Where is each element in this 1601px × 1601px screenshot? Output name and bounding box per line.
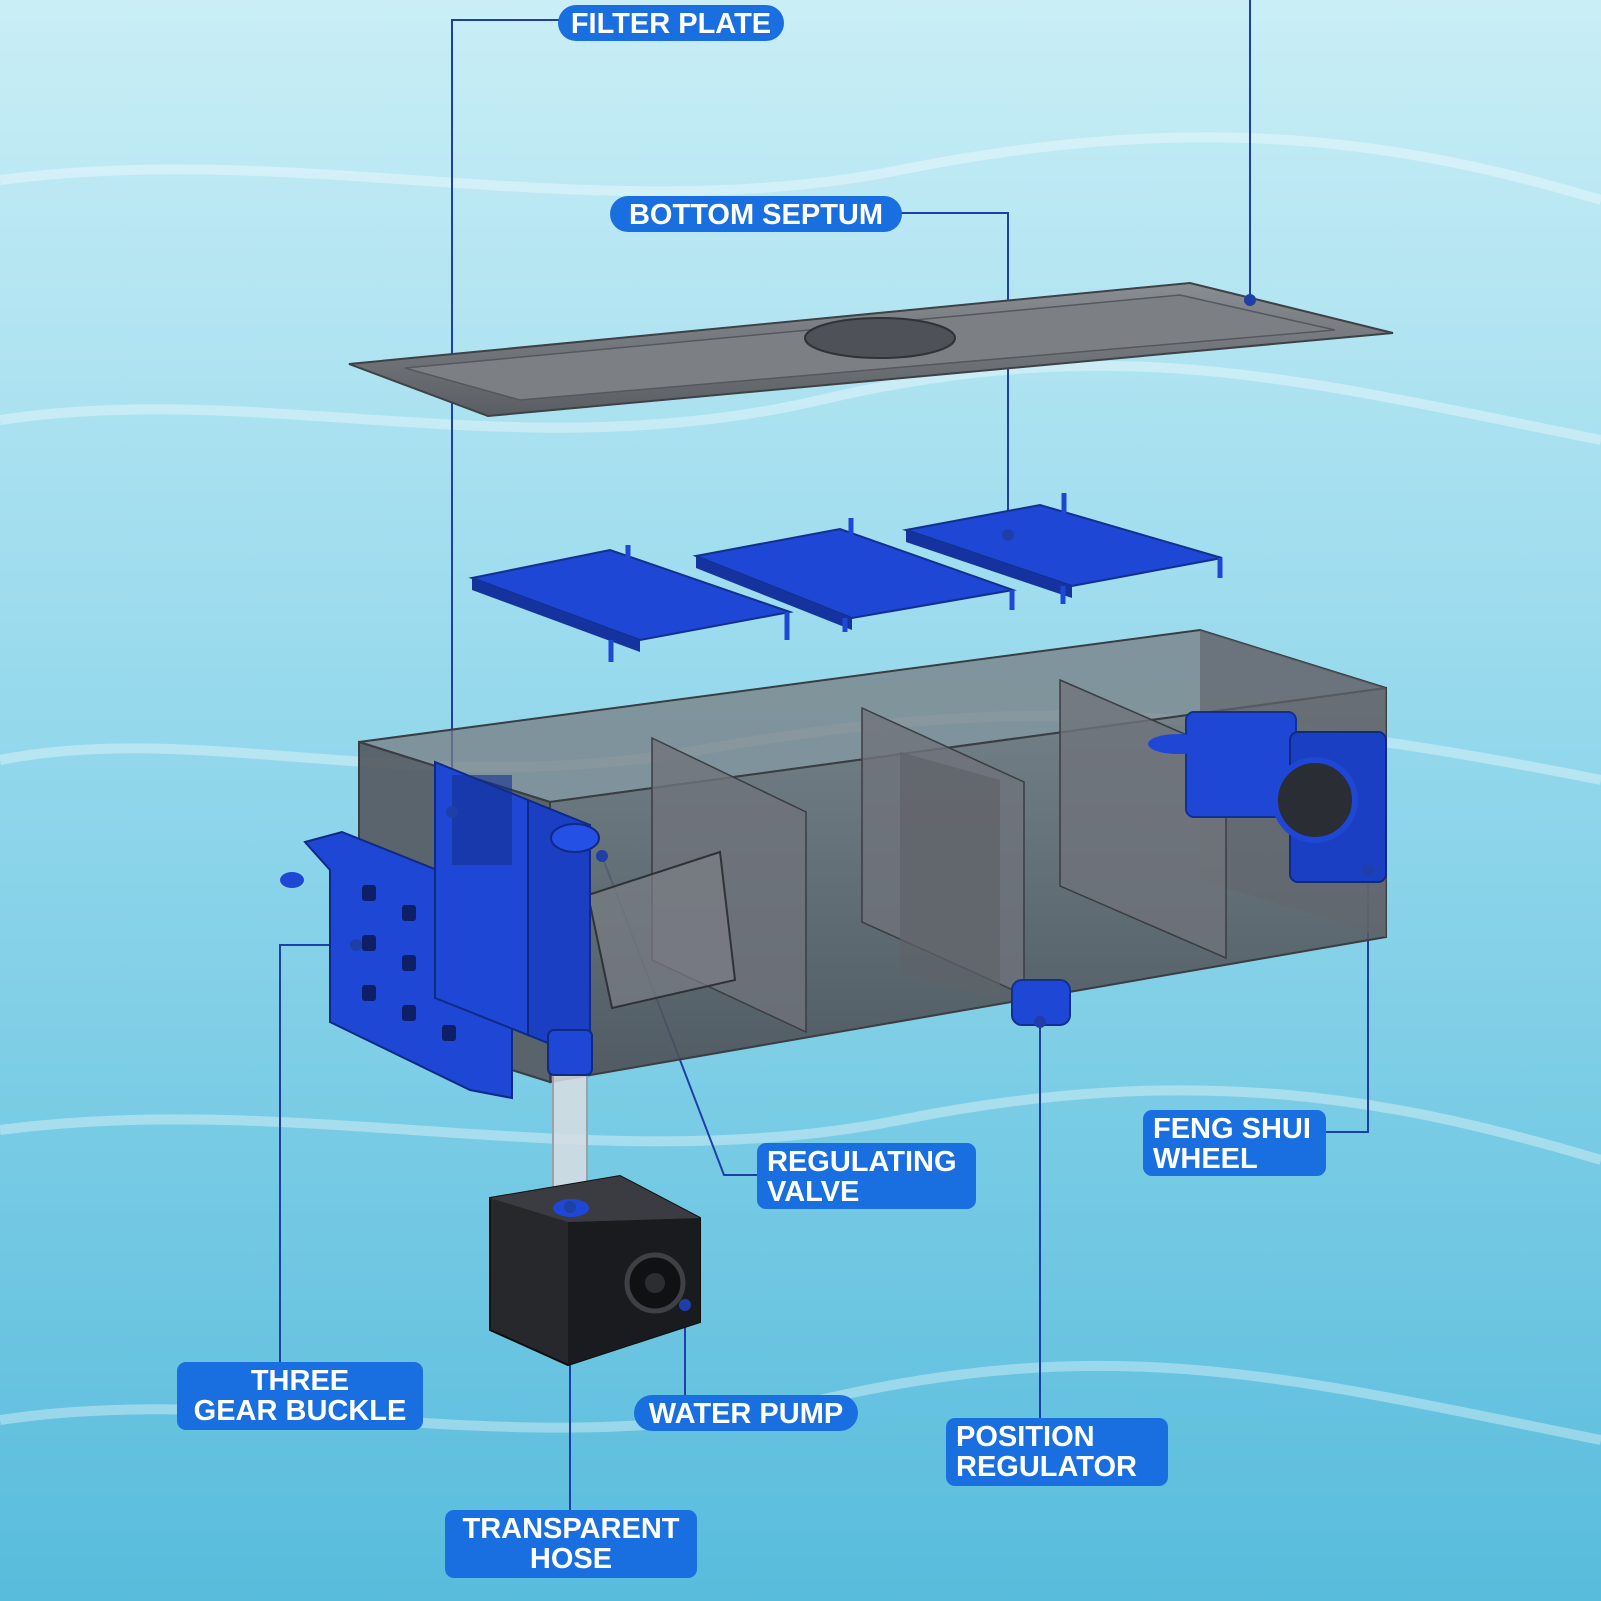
label-water-pump: WATER PUMP: [634, 1395, 858, 1431]
septum-grid-2: [692, 518, 1017, 632]
label-water-pump-text: WATER PUMP: [648, 1398, 844, 1430]
label-transparent-hose: TRANSPARENT HOSE: [445, 1510, 697, 1578]
label-feng-shui-wheel: FENG SHUI WHEEL: [1143, 1110, 1326, 1176]
label-three-gear-buckle-line2: GEAR BUCKLE: [193, 1395, 407, 1427]
label-bottom-septum: BOTTOM SEPTUM: [610, 196, 902, 232]
feng-shui-wheel-part: [1148, 711, 1387, 883]
label-regulating-valve: REGULATING VALVE: [757, 1143, 976, 1209]
bottom-septum-grids: [468, 493, 1223, 662]
leader-dots: [350, 294, 1374, 1311]
septum-grid-1: [468, 545, 794, 662]
label-position-regulator-line1: POSITION: [956, 1421, 1095, 1453]
water-pump-part: [489, 1174, 701, 1367]
filter-lid: [348, 281, 1394, 418]
label-three-gear-buckle: THREE GEAR BUCKLE: [177, 1362, 423, 1430]
leader-bottom-septum: [900, 212, 1009, 535]
label-filter-plate-text: FILTER PLATE: [570, 8, 772, 40]
leader-feng-shui-wheel: [1320, 870, 1369, 1133]
label-filter-plate: FILTER PLATE: [558, 5, 784, 41]
label-regulating-valve-line2: VALVE: [767, 1176, 860, 1208]
label-feng-shui-wheel-line1: FENG SHUI: [1153, 1113, 1311, 1145]
label-bottom-septum-text: BOTTOM SEPTUM: [628, 199, 884, 231]
label-transparent-hose-line2: HOSE: [529, 1543, 613, 1575]
label-position-regulator-line2: REGULATOR: [956, 1451, 1137, 1483]
label-three-gear-buckle-line1: THREE: [250, 1365, 350, 1397]
label-feng-shui-wheel-line2: WHEEL: [1153, 1143, 1258, 1175]
label-regulating-valve-line1: REGULATING: [767, 1146, 957, 1178]
leader-filter-plate: [451, 19, 560, 812]
label-transparent-hose-line1: TRANSPARENT: [462, 1513, 680, 1545]
septum-grid-3: [902, 493, 1223, 604]
filter-plate-part: [434, 760, 600, 1062]
label-position-regulator: POSITION REGULATOR: [946, 1418, 1168, 1486]
